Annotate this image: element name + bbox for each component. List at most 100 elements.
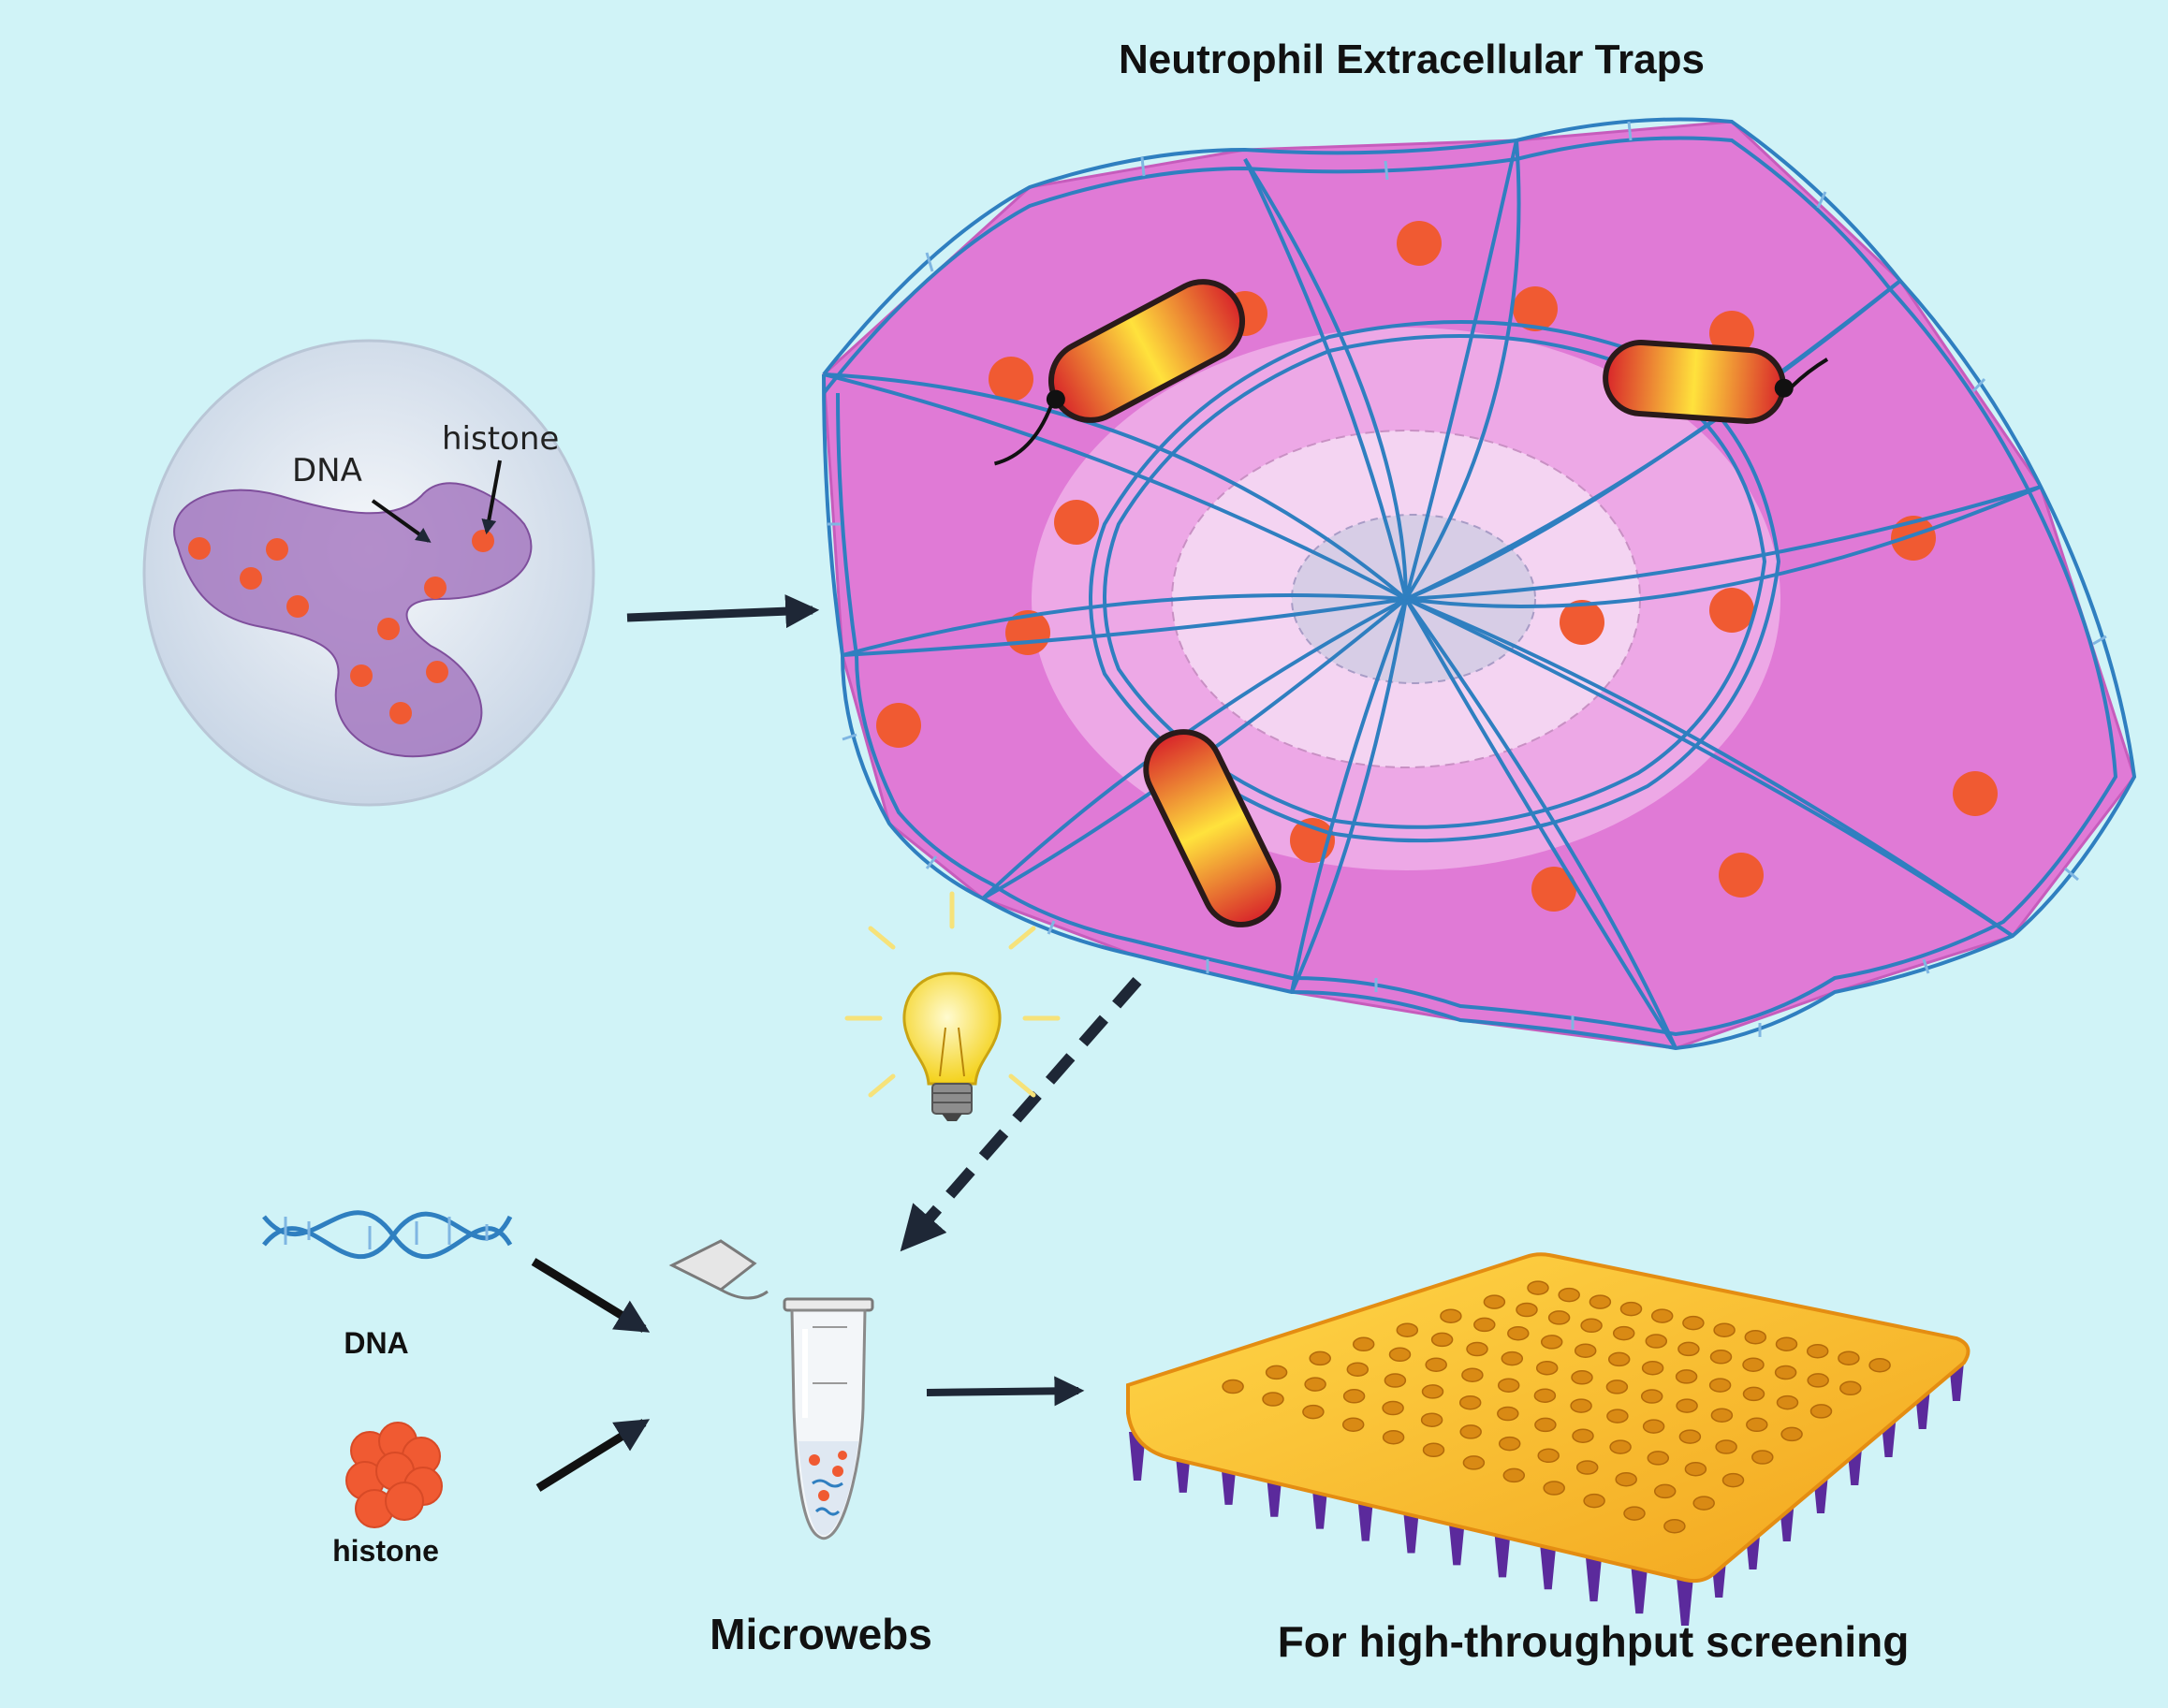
plate-well: [1462, 1455, 1486, 1470]
cell-dna-pointer: [371, 499, 432, 543]
plate-well: [1537, 1448, 1560, 1464]
plate-well: [1384, 1373, 1407, 1388]
plate-well: [1440, 1308, 1462, 1323]
dashed-arrow-to-tube: [900, 977, 1142, 1252]
plate-well: [1780, 1426, 1803, 1442]
arrow-histone-to-tube: [535, 1419, 651, 1492]
cell-histone-label: histone: [442, 420, 559, 458]
plate-well: [1615, 1471, 1637, 1487]
plate-well: [1589, 1294, 1612, 1309]
plate-well: [1304, 1377, 1326, 1392]
plate-well: [1309, 1350, 1331, 1366]
plate-well: [1516, 1302, 1538, 1318]
plate-well: [1507, 1325, 1530, 1341]
plate-well: [1543, 1481, 1565, 1496]
arrow-dna-to-tube: [531, 1258, 651, 1333]
plate-well: [1675, 1369, 1698, 1384]
plate-well: [1502, 1467, 1526, 1483]
plate-well: [1742, 1357, 1765, 1372]
plate-well: [1302, 1404, 1325, 1420]
plate-well: [1709, 1350, 1733, 1365]
plate-well: [1483, 1294, 1506, 1309]
plate-well: [1461, 1367, 1484, 1382]
plate-well: [1713, 1322, 1736, 1337]
plate-well: [1606, 1409, 1629, 1423]
legend-histone-label: histone: [332, 1534, 439, 1568]
plate-well: [1346, 1362, 1370, 1377]
legend-dna-label: DNA: [344, 1326, 408, 1360]
plate-well: [1776, 1394, 1799, 1410]
plate-well: [1388, 1347, 1412, 1363]
plate-well: [1607, 1351, 1631, 1367]
plate-well: [1645, 1334, 1668, 1349]
plate-well-tip: [1585, 1553, 1603, 1602]
plate-well: [1677, 1341, 1700, 1357]
plate-well: [1571, 1370, 1593, 1385]
plate-well: [1746, 1417, 1768, 1433]
plate-well: [1527, 1280, 1549, 1295]
plate-well: [1575, 1460, 1599, 1475]
plate-well: [1430, 1332, 1454, 1348]
plate-well: [1809, 1404, 1833, 1419]
plate-well: [1715, 1439, 1737, 1454]
plate-well: [1647, 1451, 1670, 1466]
plate-well: [1540, 1335, 1563, 1350]
plate-well: [1341, 1417, 1365, 1432]
dna-helix-legend: [262, 1210, 513, 1260]
plate-well-tip: [1631, 1565, 1648, 1614]
plate-well: [1806, 1343, 1829, 1359]
plate-well: [1682, 1315, 1705, 1331]
plate-well: [1473, 1317, 1496, 1333]
plate-well: [1497, 1378, 1520, 1393]
histone-cluster-legend: [345, 1422, 443, 1528]
plate-well: [1534, 1417, 1557, 1433]
dna-helix-strands: [822, 117, 2137, 1051]
plate-well: [1744, 1329, 1767, 1345]
microwebs-label: Microwebs: [710, 1610, 932, 1658]
plate-well: [1533, 1388, 1557, 1403]
lightbulb-icon: [844, 891, 1061, 1121]
cell-histone-pointer: [481, 460, 502, 535]
plate-well: [1710, 1408, 1734, 1423]
plate-well: [1663, 1518, 1686, 1534]
plate-well: [1619, 1301, 1643, 1317]
plate-well: [1501, 1350, 1524, 1366]
bacterium-icon: [1143, 729, 1282, 927]
plate-well: [1650, 1308, 1674, 1323]
arrow-to-plate: [926, 1376, 1085, 1407]
plate-well: [1678, 1429, 1702, 1444]
plate-well: [1382, 1400, 1404, 1416]
plate-well: [1807, 1373, 1829, 1388]
plate-well: [1342, 1389, 1366, 1404]
screening-label: For high-throughput screening: [1278, 1617, 1910, 1666]
microcentrifuge-tube-icon: [668, 1239, 874, 1540]
plate-well: [1572, 1428, 1594, 1443]
plate-well: [1425, 1357, 1447, 1372]
plate-well: [1839, 1380, 1862, 1396]
plate-well: [1421, 1384, 1444, 1399]
plate-well: [1558, 1287, 1580, 1303]
plate-well: [1574, 1343, 1597, 1358]
plate-well: [1570, 1398, 1592, 1413]
plate-well-tip: [1539, 1540, 1557, 1590]
plate-well: [1721, 1472, 1745, 1488]
plate-well-tip: [1677, 1577, 1693, 1626]
plate-well: [1382, 1429, 1405, 1445]
cell-dna-label: DNA: [292, 452, 362, 489]
plate-well: [1420, 1412, 1443, 1427]
plate-well: [1838, 1350, 1860, 1365]
plate-well: [1497, 1406, 1519, 1422]
plate-well: [1222, 1379, 1244, 1394]
plate-well: [1583, 1493, 1605, 1509]
dna-helix-rungs: [828, 121, 2107, 1037]
plate-well: [1422, 1442, 1445, 1458]
nucleus-histone-dots: [188, 530, 494, 724]
plate-well: [1653, 1483, 1677, 1499]
plate-well: [1547, 1310, 1571, 1325]
plate-well: [1774, 1365, 1797, 1380]
plate-well: [1692, 1496, 1715, 1511]
plate-well: [1605, 1380, 1629, 1394]
plate-well: [1751, 1450, 1774, 1465]
bacterium-icon: [993, 279, 1246, 466]
